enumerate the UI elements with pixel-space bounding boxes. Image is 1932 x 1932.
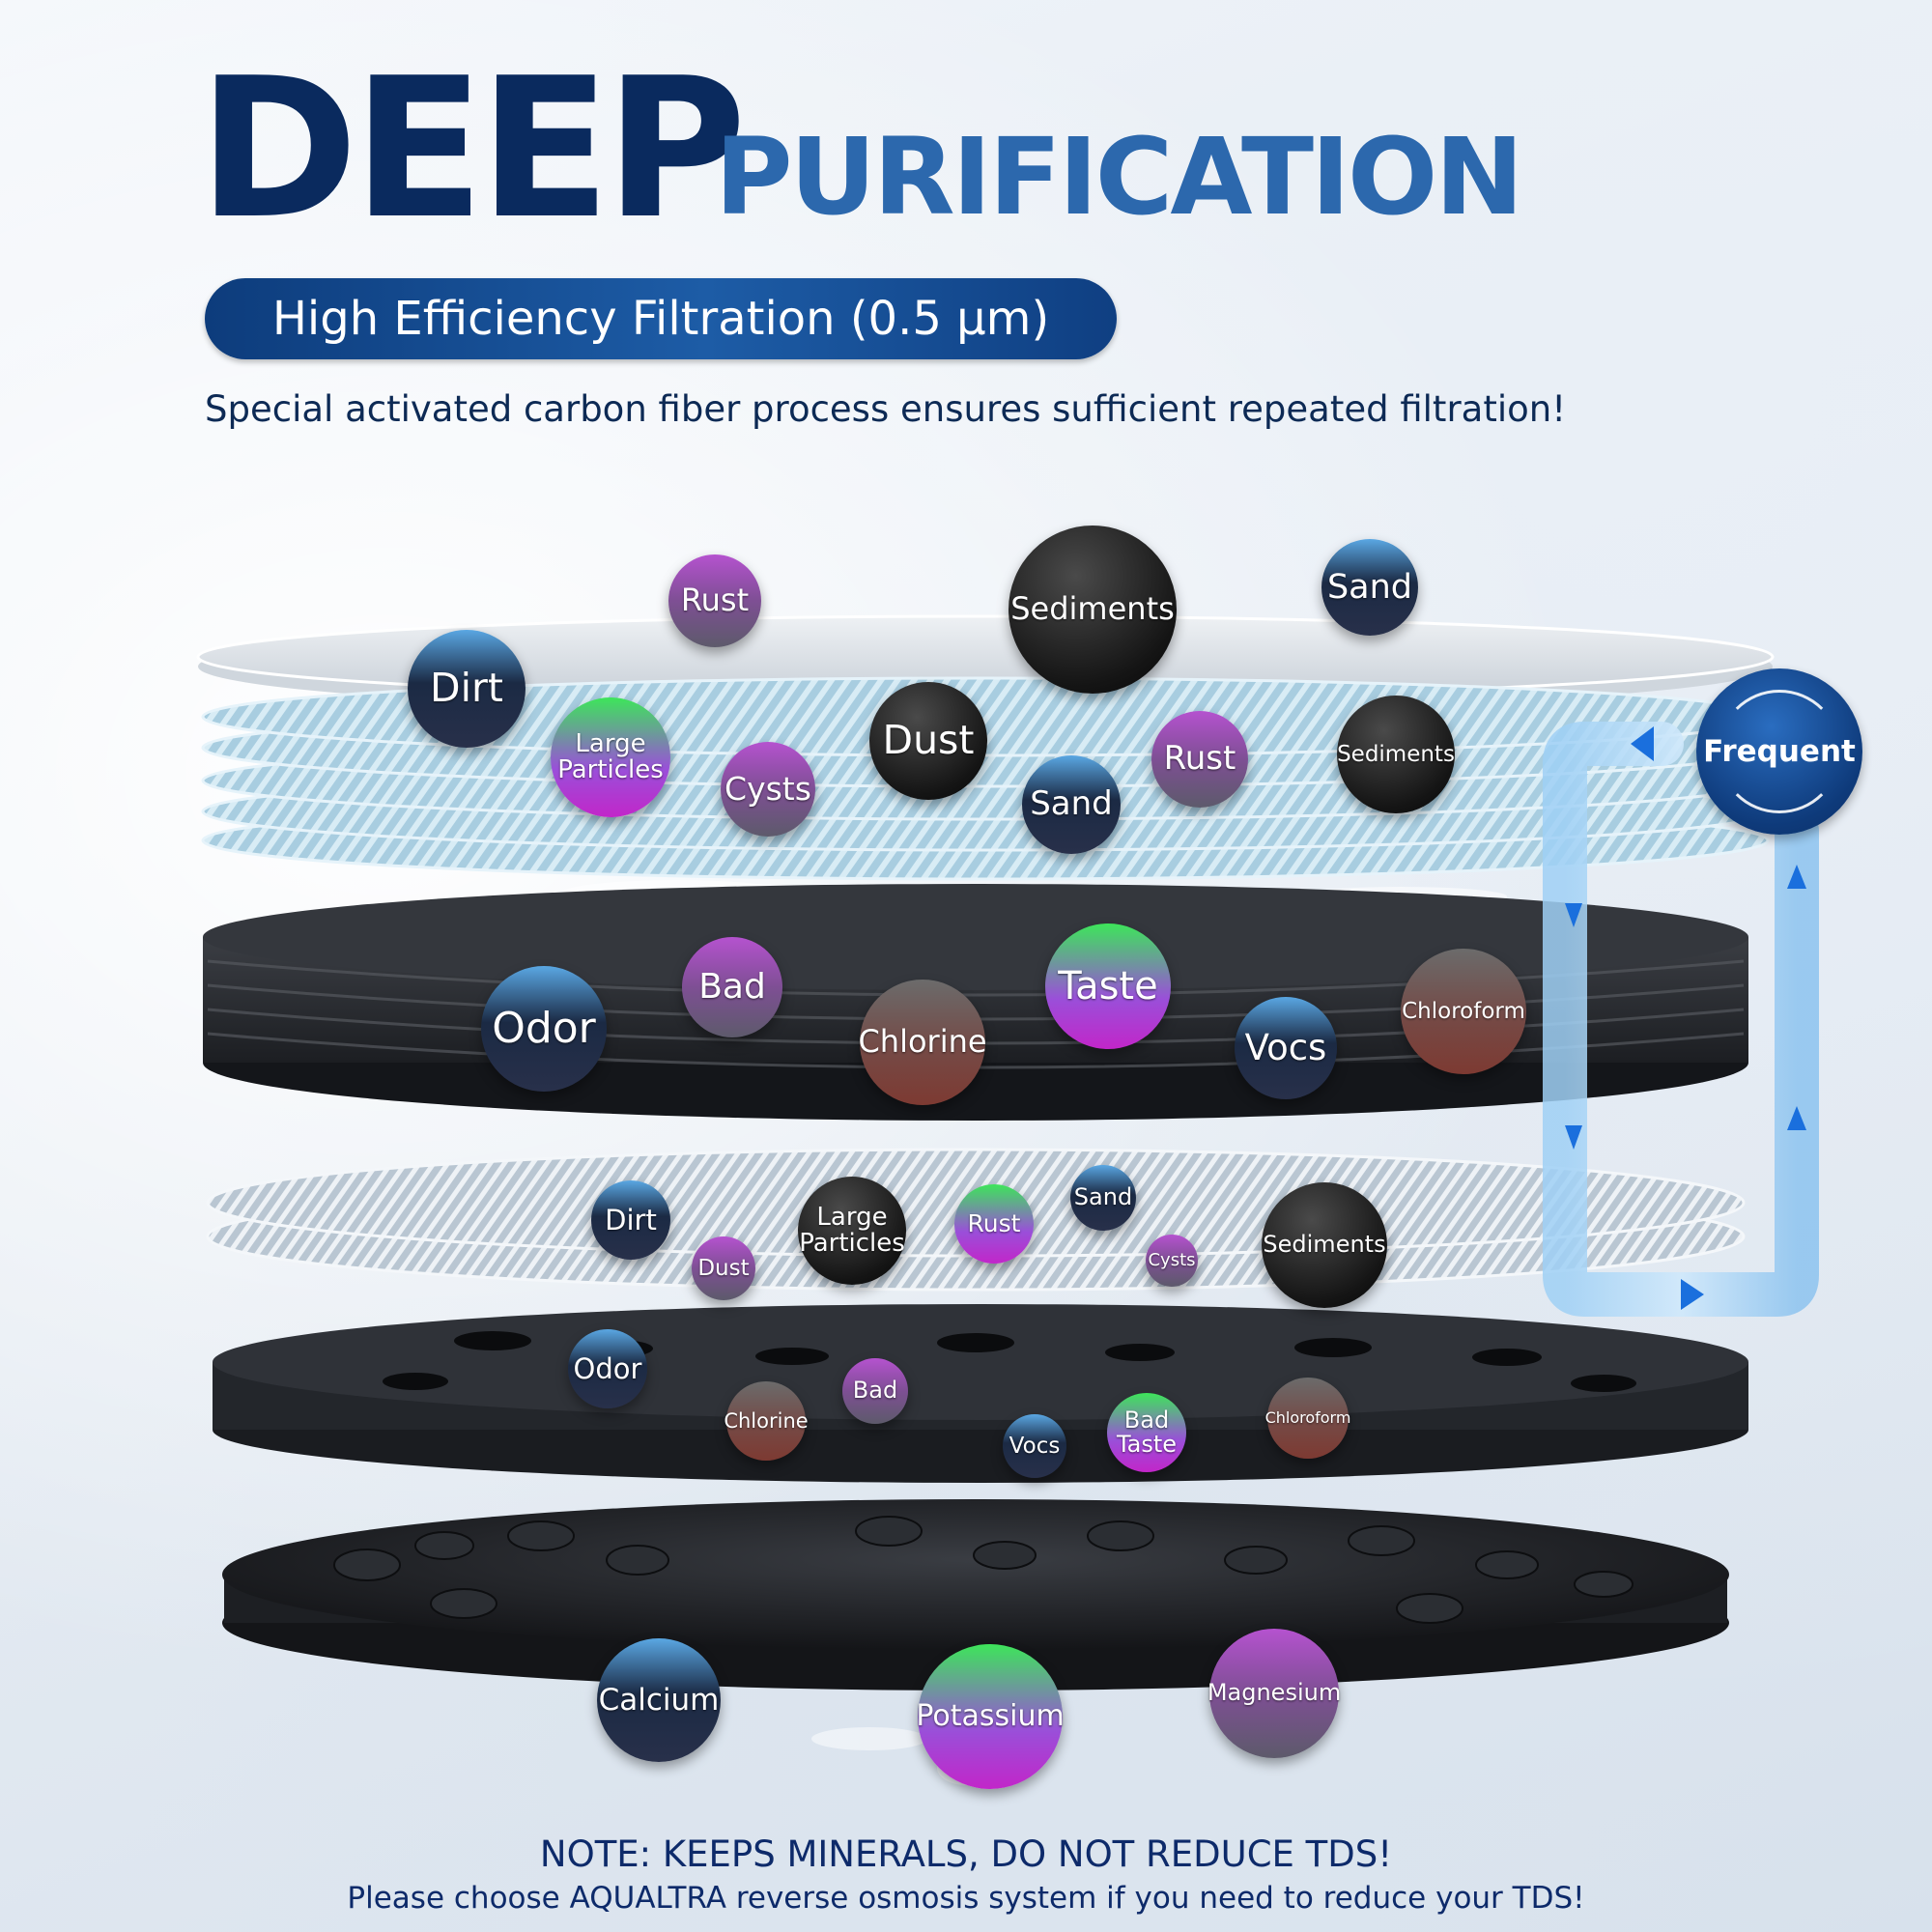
bubble-sand-small: Sand	[1070, 1165, 1136, 1231]
bubble-rust-small: Rust	[954, 1184, 1034, 1264]
bubble-bad: Bad	[682, 937, 782, 1037]
bubble-large-particles-small: Large Particles	[798, 1177, 906, 1285]
title-purification: PURIFICATION	[715, 115, 1523, 239]
bubble-vocs-small: Vocs	[1003, 1414, 1066, 1478]
bubble-chlorine-small: Chlorine	[724, 1381, 809, 1461]
bubble-large-particles: Large Particles	[551, 697, 670, 817]
bubble-taste: Taste	[1045, 923, 1171, 1049]
bubble-sand-2: Sand	[1022, 755, 1121, 854]
bubble-cysts-small: Cysts	[1146, 1235, 1198, 1287]
bubble-chloroform-small: Chloroform	[1265, 1378, 1350, 1459]
bubble-magnesium: Magnesium	[1208, 1629, 1341, 1758]
bubble-potassium: Potassium	[916, 1644, 1065, 1789]
bubble-odor: Odor	[481, 966, 607, 1092]
tds-recommendation: Please choose AQUALTRA reverse osmosis s…	[347, 1881, 1585, 1916]
bubble-sediments: Sediments	[1009, 526, 1177, 694]
bubble-bad-small: Bad	[842, 1358, 908, 1424]
flow-arrow-left-icon	[1631, 726, 1654, 761]
bubble-chlorine: Chlorine	[858, 980, 987, 1105]
minerals-note: NOTE: KEEPS MINERALS, DO NOT REDUCE TDS!	[539, 1833, 1393, 1875]
filtration-pill-label: High Efficiency Filtration (0.5 μm)	[271, 292, 1050, 346]
bubble-dust-small: Dust	[692, 1236, 755, 1300]
bubble-rust-2: Rust	[1151, 711, 1248, 808]
flow-arrow-right-icon	[1681, 1279, 1704, 1310]
title-deep: DEEP	[198, 37, 747, 262]
bubble-vocs: Vocs	[1235, 997, 1337, 1099]
bubble-dust: Dust	[869, 682, 987, 800]
flow-arrow-down-icon	[1565, 903, 1582, 927]
subtitle: Special activated carbon fiber process e…	[205, 388, 1567, 430]
bubble-sediments-small: Sediments	[1262, 1182, 1387, 1308]
filtration-pill: High Efficiency Filtration (0.5 μm)	[205, 278, 1117, 359]
bubble-sand: Sand	[1321, 539, 1418, 636]
layer-perforated-carbon-disk	[213, 1304, 1748, 1483]
bubble-dirt-small: Dirt	[591, 1180, 670, 1260]
flow-arrow-up-icon	[1787, 865, 1806, 889]
bubble-sediments-2: Sediments	[1337, 696, 1455, 813]
bubble-chloroform: Chloroform	[1401, 949, 1526, 1074]
frequent-badge: Frequent	[1696, 668, 1862, 835]
bubble-bad-taste-small: Bad Taste	[1107, 1393, 1186, 1472]
flow-arrow-up-icon	[1787, 1106, 1806, 1130]
layer-activated-carbon-granules	[222, 1499, 1729, 1785]
frequent-label: Frequent	[1703, 734, 1856, 769]
flow-arrow-down-icon	[1565, 1125, 1582, 1150]
cycle-arrows-icon	[1718, 690, 1841, 813]
bubble-rust: Rust	[668, 554, 761, 647]
bubble-dirt: Dirt	[408, 630, 526, 748]
recirculation-tube	[1543, 722, 1819, 1317]
bubble-odor-small: Odor	[568, 1329, 647, 1408]
bubble-calcium: Calcium	[597, 1638, 721, 1762]
bubble-cysts: Cysts	[721, 742, 815, 837]
